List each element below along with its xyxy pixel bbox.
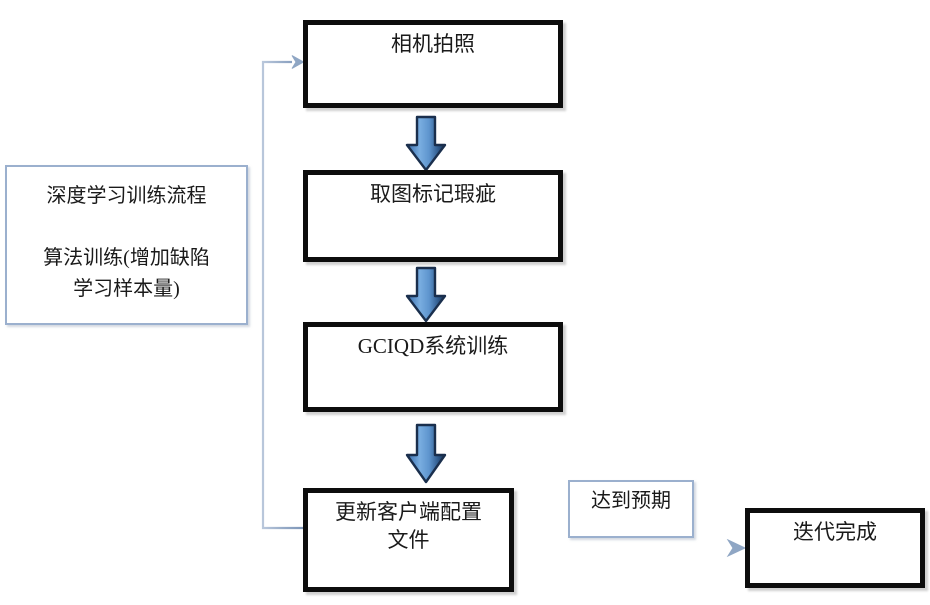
note-box-training-process-text: 深度学习训练流程 算法训练(增加缺陷 学习样本量) xyxy=(43,185,210,300)
block-arrow-down-2 xyxy=(405,266,447,323)
completion-connector xyxy=(514,538,747,558)
note-box-expectation-met: 达到预期 xyxy=(568,480,694,538)
process-box-camera-capture[interactable]: 相机拍照 xyxy=(303,20,563,108)
process-box-update-client-config[interactable]: 更新客户端配置 文件 xyxy=(303,488,514,592)
process-box-update-client-config-label: 更新客户端配置 文件 xyxy=(335,500,482,552)
process-box-iteration-complete-label: 迭代完成 xyxy=(793,520,877,544)
note-box-expectation-met-label: 达到预期 xyxy=(591,490,671,512)
note-box-training-process: 深度学习训练流程 算法训练(增加缺陷 学习样本量) xyxy=(5,165,248,325)
process-box-gciqd-training-label: GCIQD系统训练 xyxy=(357,334,509,358)
block-arrow-down-3 xyxy=(405,423,447,484)
process-box-gciqd-training[interactable]: GCIQD系统训练 xyxy=(303,322,563,412)
process-box-mark-defects-label: 取图标记瑕疵 xyxy=(370,182,496,206)
block-arrow-down-1 xyxy=(405,115,447,172)
process-box-camera-capture-label: 相机拍照 xyxy=(391,32,475,56)
feedback-connector xyxy=(261,55,305,530)
process-box-iteration-complete[interactable]: 迭代完成 xyxy=(745,508,925,588)
process-box-mark-defects[interactable]: 取图标记瑕疵 xyxy=(303,170,563,262)
